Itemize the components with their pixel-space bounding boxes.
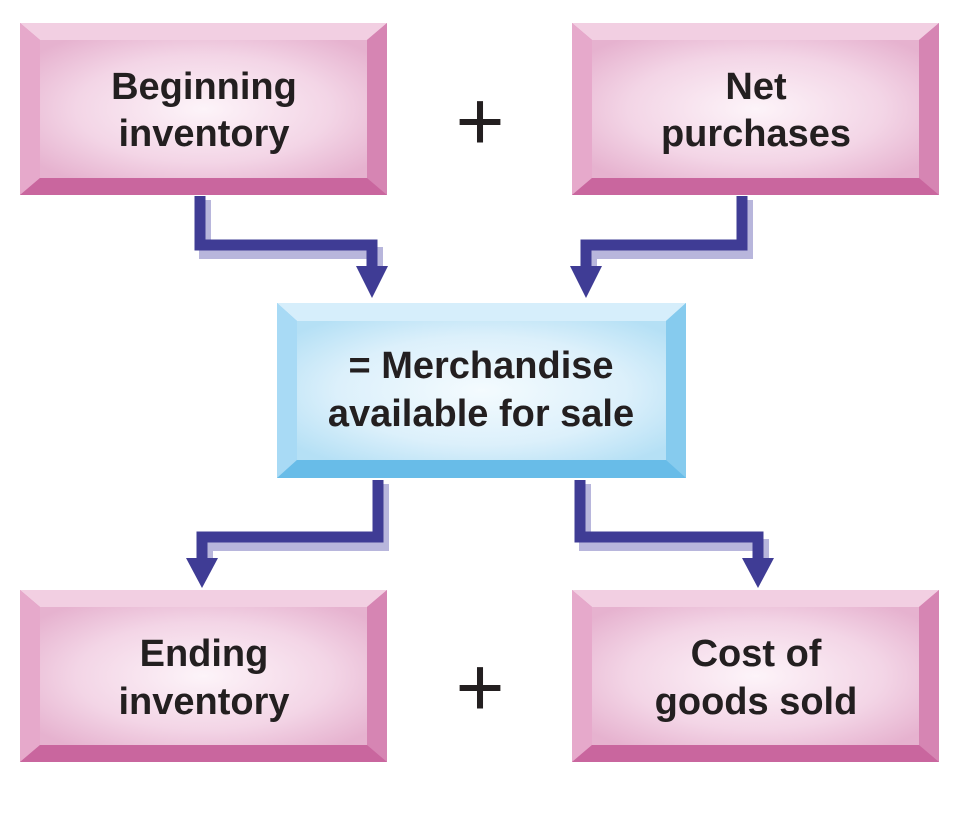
bottom-plus-sign: + [455, 640, 504, 734]
merchandise-label-line2: available for sale [328, 393, 634, 435]
merchandise-label-line1: = Merchandise [348, 345, 613, 387]
beginning-inventory-label-line1: Beginning [111, 66, 297, 108]
arrow-merchandise-to-ending [186, 480, 389, 588]
ending-inventory-box: Ending inventory [20, 590, 387, 762]
arrow-merchandise-to-cogs [574, 480, 774, 588]
cogs-label-line2: goods sold [655, 681, 858, 723]
top-plus-sign: + [455, 74, 504, 168]
beginning-inventory-box: Beginning inventory [20, 23, 387, 195]
ending-inventory-label-line1: Ending [140, 633, 269, 675]
beginning-inventory-label-line2: inventory [118, 113, 289, 155]
merchandise-available-box: = Merchandise available for sale [277, 303, 686, 478]
ending-inventory-label-line2: inventory [118, 681, 289, 723]
net-purchases-box: Net purchases [572, 23, 939, 195]
arrow-purchases-to-merchandise [570, 196, 753, 298]
cost-of-goods-sold-box: Cost of goods sold [572, 590, 939, 762]
cogs-label-line1: Cost of [691, 633, 822, 675]
net-purchases-label-line1: Net [725, 66, 787, 108]
arrow-beginning-to-merchandise [194, 196, 388, 298]
net-purchases-label-line2: purchases [661, 113, 851, 155]
